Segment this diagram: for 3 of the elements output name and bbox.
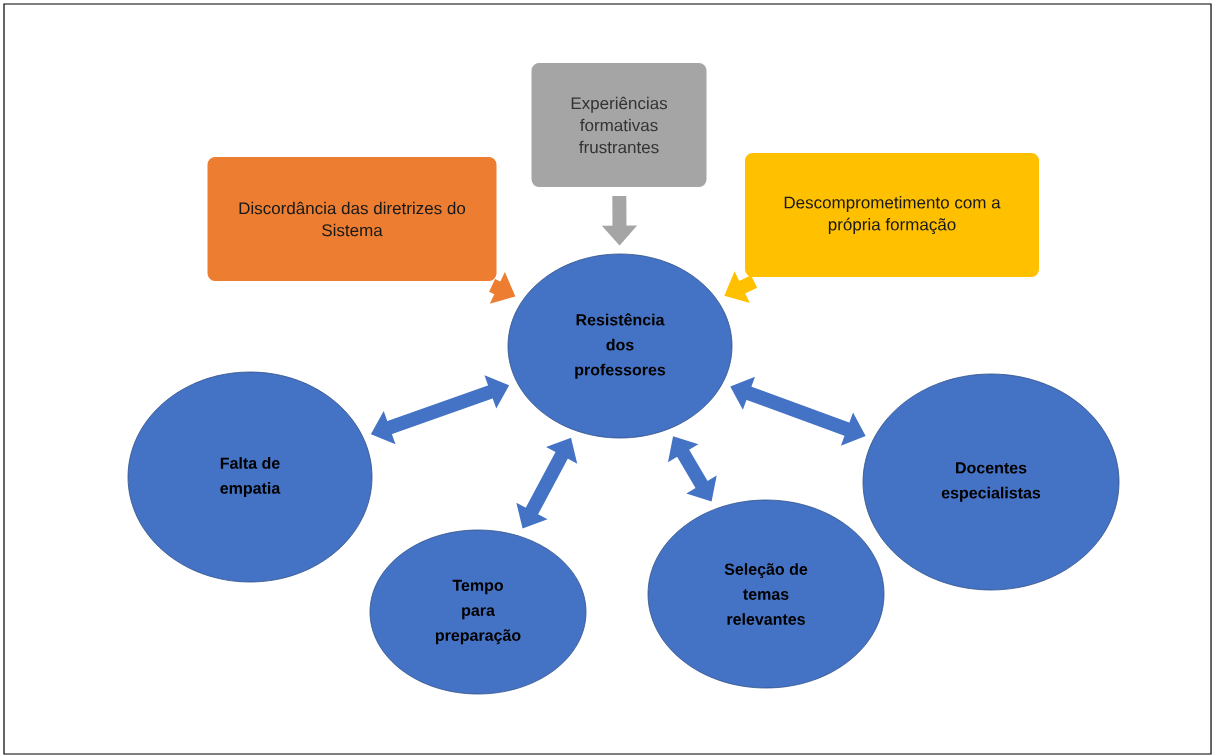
- callout-box: Experiências formativas frustrantes: [530, 62, 708, 188]
- callout-box: Descomprometimento com a própria formação: [744, 152, 1040, 278]
- callout-box: Discordância das diretrizes do Sistema: [206, 156, 498, 282]
